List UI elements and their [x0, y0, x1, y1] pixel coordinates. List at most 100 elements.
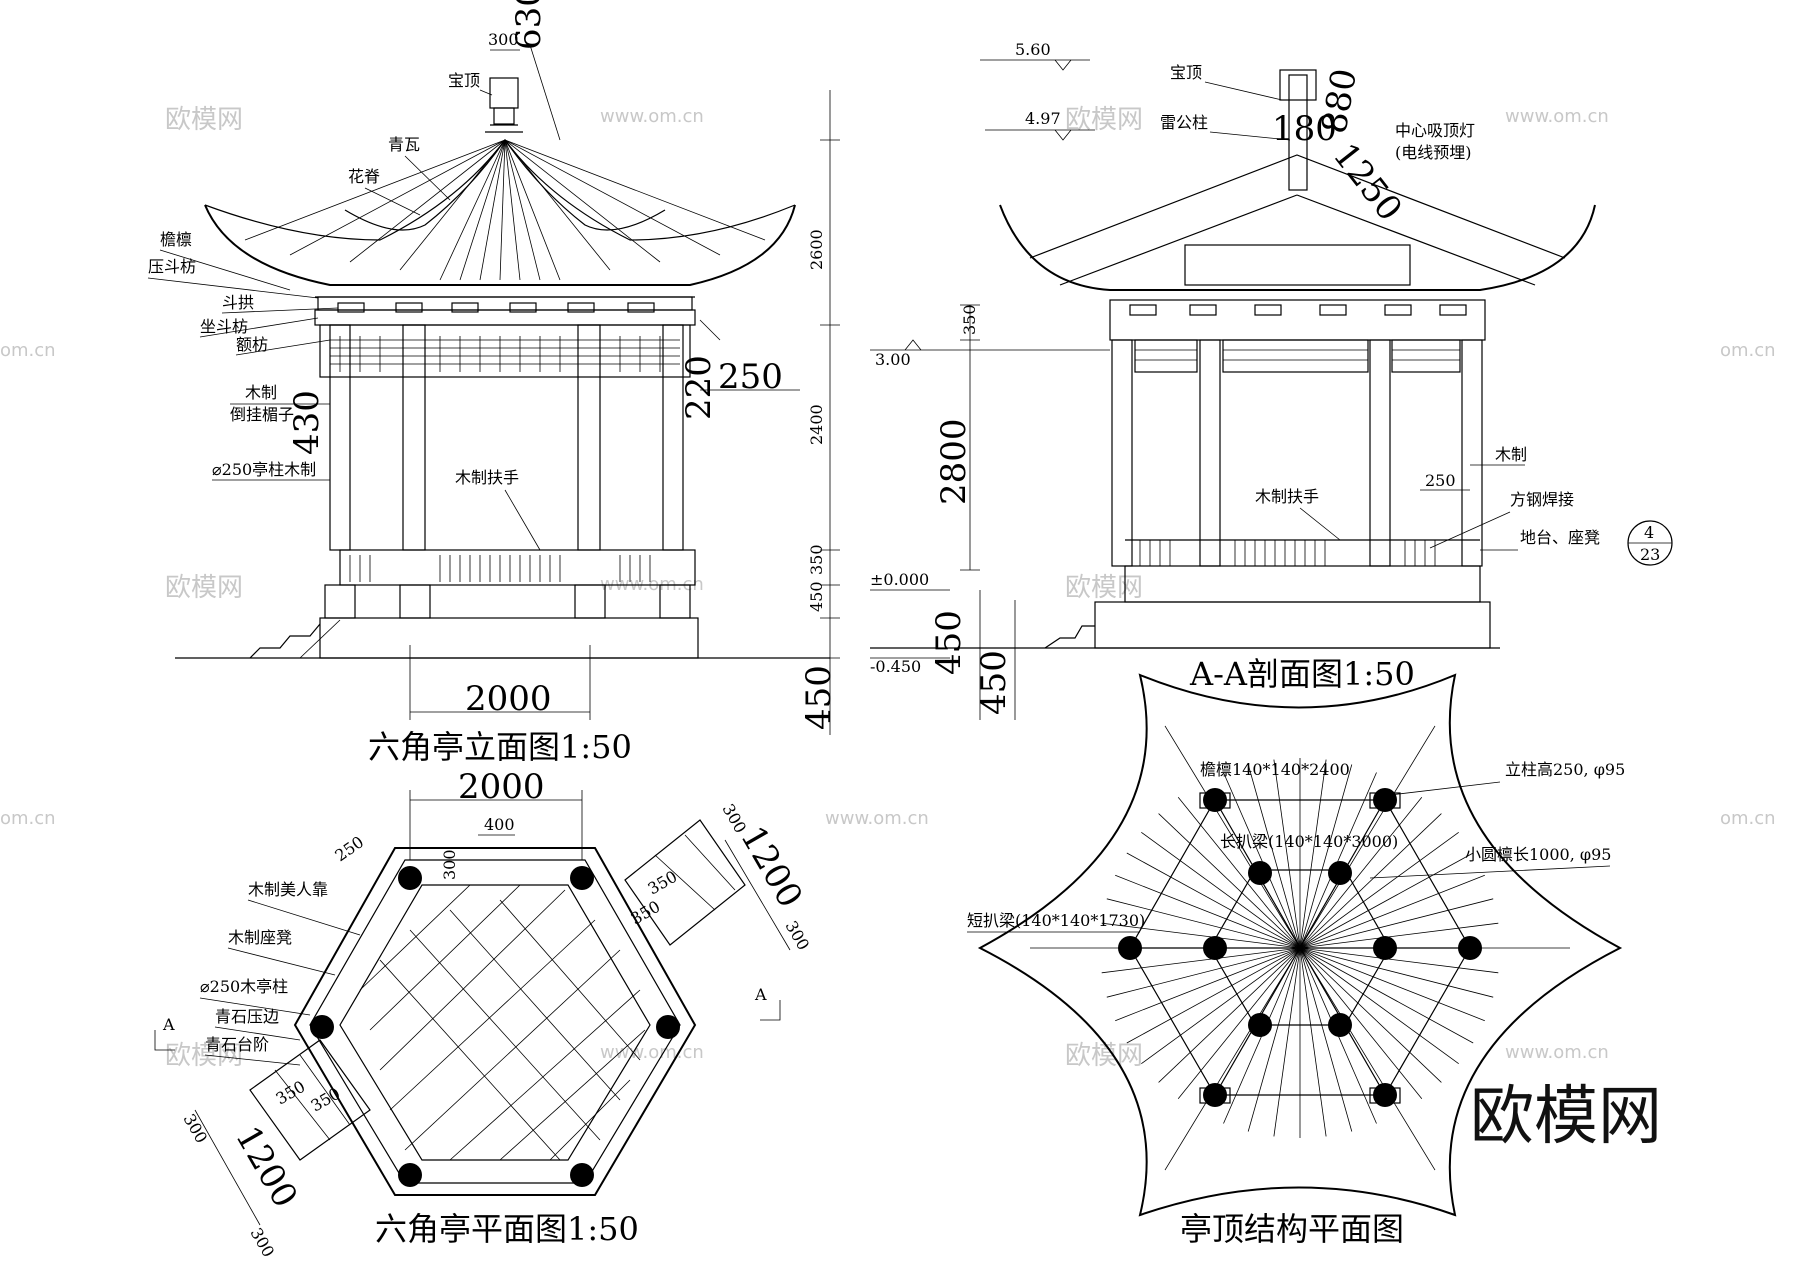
label-lizhu: 立柱高250, φ95	[1505, 760, 1625, 779]
rafter-line	[1177, 797, 1301, 949]
rafter-line	[1299, 831, 1459, 949]
section-labels: 宝顶 雷公柱 中心吸顶灯 (电线预埋) 木制 方钢焊接 木制扶手 地台、座凳 4…	[1160, 63, 1673, 566]
rafter-line	[1299, 764, 1353, 949]
columns	[1111, 339, 1483, 567]
label-yanlin: 檐檩	[160, 230, 192, 249]
rafter-line	[1126, 852, 1301, 949]
rafter-line	[1273, 759, 1301, 949]
rafter-line	[1177, 947, 1301, 1099]
label-taijie: 青石台阶	[205, 1035, 269, 1054]
rafter-line	[1299, 772, 1377, 949]
label-muzhi: 木制	[245, 383, 277, 402]
level-300: 3.00	[875, 350, 911, 369]
rafter-line	[1299, 947, 1474, 1044]
plan-steps-ne	[624, 819, 746, 946]
level-560: 5.60	[1015, 40, 1051, 59]
dim-300: 300	[440, 849, 459, 880]
step-edge	[299, 619, 341, 659]
rafter-line	[1299, 947, 1327, 1137]
watermark-site: www.om.cn	[825, 808, 929, 829]
rafter-line	[1106, 898, 1301, 949]
dim-450b: 450	[974, 650, 1014, 715]
watermark-logo: 欧模网	[165, 105, 243, 135]
watermark-site: www.om.cn	[1505, 106, 1609, 127]
dim-250: 250	[718, 357, 783, 397]
bench-balusters	[1139, 540, 1436, 566]
rafter-line	[1299, 725, 1436, 949]
label-baoding: 宝顶	[1170, 63, 1202, 82]
elevation-title: 六角亭立面图1:50	[368, 728, 632, 766]
dim-430: 430	[287, 390, 327, 455]
watermark-logo: 欧模网	[1065, 105, 1143, 135]
dim-350: 350	[807, 544, 826, 575]
bench	[339, 549, 696, 586]
rafter-line	[1141, 831, 1301, 949]
tie-beam	[1184, 244, 1411, 286]
plan-title: 六角亭平面图1:50	[375, 1210, 639, 1248]
rafter-line	[1164, 947, 1301, 1171]
rafter-line	[1299, 947, 1459, 1065]
plan-steps-sw	[249, 1039, 371, 1161]
plan-labels: 木制美人靠 木制座凳 ⌀250木亭柱 青石压边 青石台阶 A A	[154, 880, 781, 1066]
label-baoding: 宝顶	[448, 71, 480, 90]
king-post	[1288, 74, 1308, 191]
rafter-line	[1299, 947, 1436, 1171]
plan-columns	[310, 866, 680, 1187]
plan-inner-hexagon	[339, 884, 651, 1161]
label-fanggang: 方钢焊接	[1510, 490, 1574, 509]
watermark-site: om.cn	[0, 808, 56, 829]
watermark-site: www.om.cn	[1505, 1042, 1609, 1063]
watermark-logo: 欧模网	[1065, 573, 1143, 603]
elevation-labels: 宝顶 青瓦 花脊 檐檩 压斗枋 斗拱 坐斗枋 额枋 木制 倒挂楣子 ⌀250亭柱…	[147, 71, 541, 551]
rafter-line	[1299, 874, 1485, 949]
rafter-line	[1247, 947, 1301, 1132]
label-ditai: 地台、座凳	[1520, 528, 1600, 547]
dim-2000: 2000	[465, 679, 552, 719]
watermark-logo: 欧模网	[1065, 1041, 1143, 1071]
dim-2000: 2000	[458, 767, 545, 807]
roof-eave-curve	[999, 204, 1596, 291]
watermark-site: www.om.cn	[600, 106, 704, 127]
dim-250: 250	[331, 832, 367, 865]
dim-450a: 450	[807, 581, 826, 612]
bracket-band	[1109, 299, 1486, 341]
steps	[1044, 625, 1095, 649]
section-title: A-A剖面图1:50	[1189, 655, 1415, 693]
rafter-line	[1273, 947, 1301, 1137]
plan-paving	[359, 884, 646, 1161]
rafter-line	[1158, 947, 1301, 1083]
rafter-line	[1299, 898, 1494, 949]
dim-350: 350	[308, 1084, 344, 1116]
dim-220: 220	[679, 355, 719, 420]
brand-logo: 欧模网	[1470, 1080, 1662, 1154]
label-huaji: 花脊	[348, 167, 380, 186]
rafter-line	[1299, 759, 1327, 949]
dim-450b: 450	[799, 665, 839, 730]
label-leigongzhu: 雷公柱	[1160, 113, 1208, 132]
label-zuodeng: 木制座凳	[228, 928, 292, 947]
rafter-line	[1126, 947, 1301, 1044]
label-dougong: 斗拱	[222, 293, 254, 312]
rafter-line	[1299, 922, 1499, 949]
bench	[1124, 565, 1481, 603]
roof-plan-drawing: 檐檩140*140*2400 长扒梁(140*140*3000) 短扒梁(140…	[967, 673, 1625, 1248]
rafter-line	[1299, 947, 1494, 998]
dim-1200: 1200	[732, 820, 810, 915]
section-cut-mark: A	[162, 1015, 175, 1034]
rafter-line	[1101, 947, 1301, 974]
lattice	[330, 336, 680, 372]
bench-balusters	[349, 555, 651, 582]
columns	[329, 324, 684, 551]
dim-2800: 2800	[934, 418, 974, 505]
label-light-note: (电线预埋)	[1395, 143, 1472, 162]
dim-350: 350	[628, 897, 664, 929]
lattice-frieze	[319, 324, 691, 378]
lattice-panels	[1134, 339, 1461, 373]
rafter-line	[1299, 947, 1485, 1022]
watermark-site: om.cn	[1720, 808, 1776, 829]
plinth	[1094, 601, 1491, 649]
dim-350: 350	[273, 1077, 309, 1109]
level-neg: -0.450	[870, 657, 921, 676]
rafter-line	[1299, 947, 1423, 1099]
